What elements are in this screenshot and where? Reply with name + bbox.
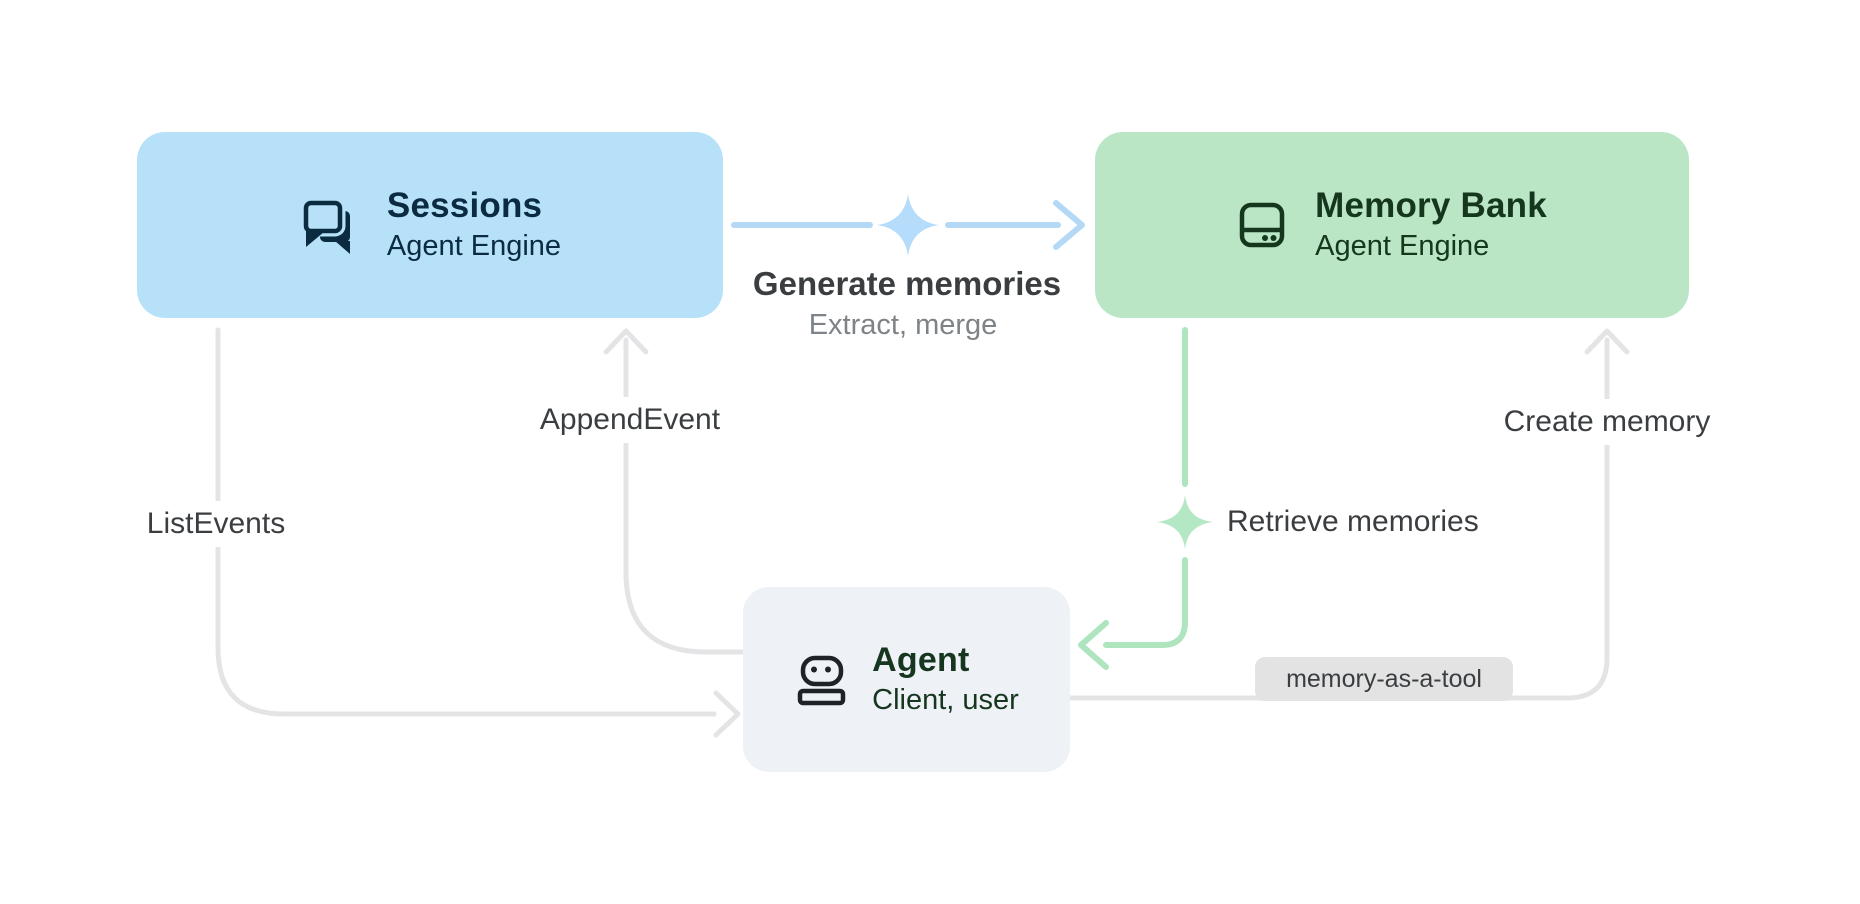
- memory-bank-node-text: Memory Bank Agent Engine: [1315, 186, 1547, 264]
- create-memory-arrowhead: [1584, 328, 1630, 355]
- sessions-node: Sessions Agent Engine: [137, 132, 723, 318]
- generate-memories-arrowhead: [1053, 200, 1085, 250]
- memory-bank-title: Memory Bank: [1315, 185, 1547, 225]
- list-events-arrowhead: [713, 690, 741, 738]
- chat-bubbles-icon: [300, 197, 350, 254]
- retrieve-memories-label: Retrieve memories: [1227, 505, 1479, 538]
- retrieve-memories-arrow-shaft-bottom: [1103, 557, 1188, 648]
- memory-bank-subtitle: Agent Engine: [1315, 230, 1490, 263]
- robot-icon: [797, 655, 846, 705]
- memory-as-a-tool-badge: memory-as-a-tool: [1255, 657, 1513, 701]
- create-memory-label: Create memory: [1491, 399, 1723, 445]
- memory-bank-icon: [1239, 202, 1285, 248]
- append-event-label: AppendEvent: [527, 397, 733, 443]
- generate-memories-label: Generate memories: [752, 265, 1062, 302]
- append-event-arrowhead: [603, 328, 649, 355]
- append-event-arrow-shaft: [623, 337, 746, 655]
- agent-node-text: Agent Client, user: [872, 641, 1019, 718]
- agent-subtitle: Client, user: [872, 684, 1019, 717]
- sessions-title: Sessions: [386, 185, 543, 225]
- sparkle-icon: [1157, 495, 1213, 549]
- memory-bank-node: Memory Bank Agent Engine: [1095, 132, 1689, 318]
- agent-node: Agent Client, user: [743, 587, 1070, 772]
- sessions-subtitle: Agent Engine: [386, 230, 562, 263]
- list-events-label: ListEvents: [134, 501, 298, 547]
- sparkle-icon: [877, 194, 939, 256]
- extract-merge-sublabel: Extract, merge: [808, 309, 998, 341]
- retrieve-memories-arrowhead: [1078, 620, 1109, 670]
- agent-title: Agent: [872, 641, 970, 680]
- sessions-node-text: Sessions Agent Engine: [387, 186, 561, 264]
